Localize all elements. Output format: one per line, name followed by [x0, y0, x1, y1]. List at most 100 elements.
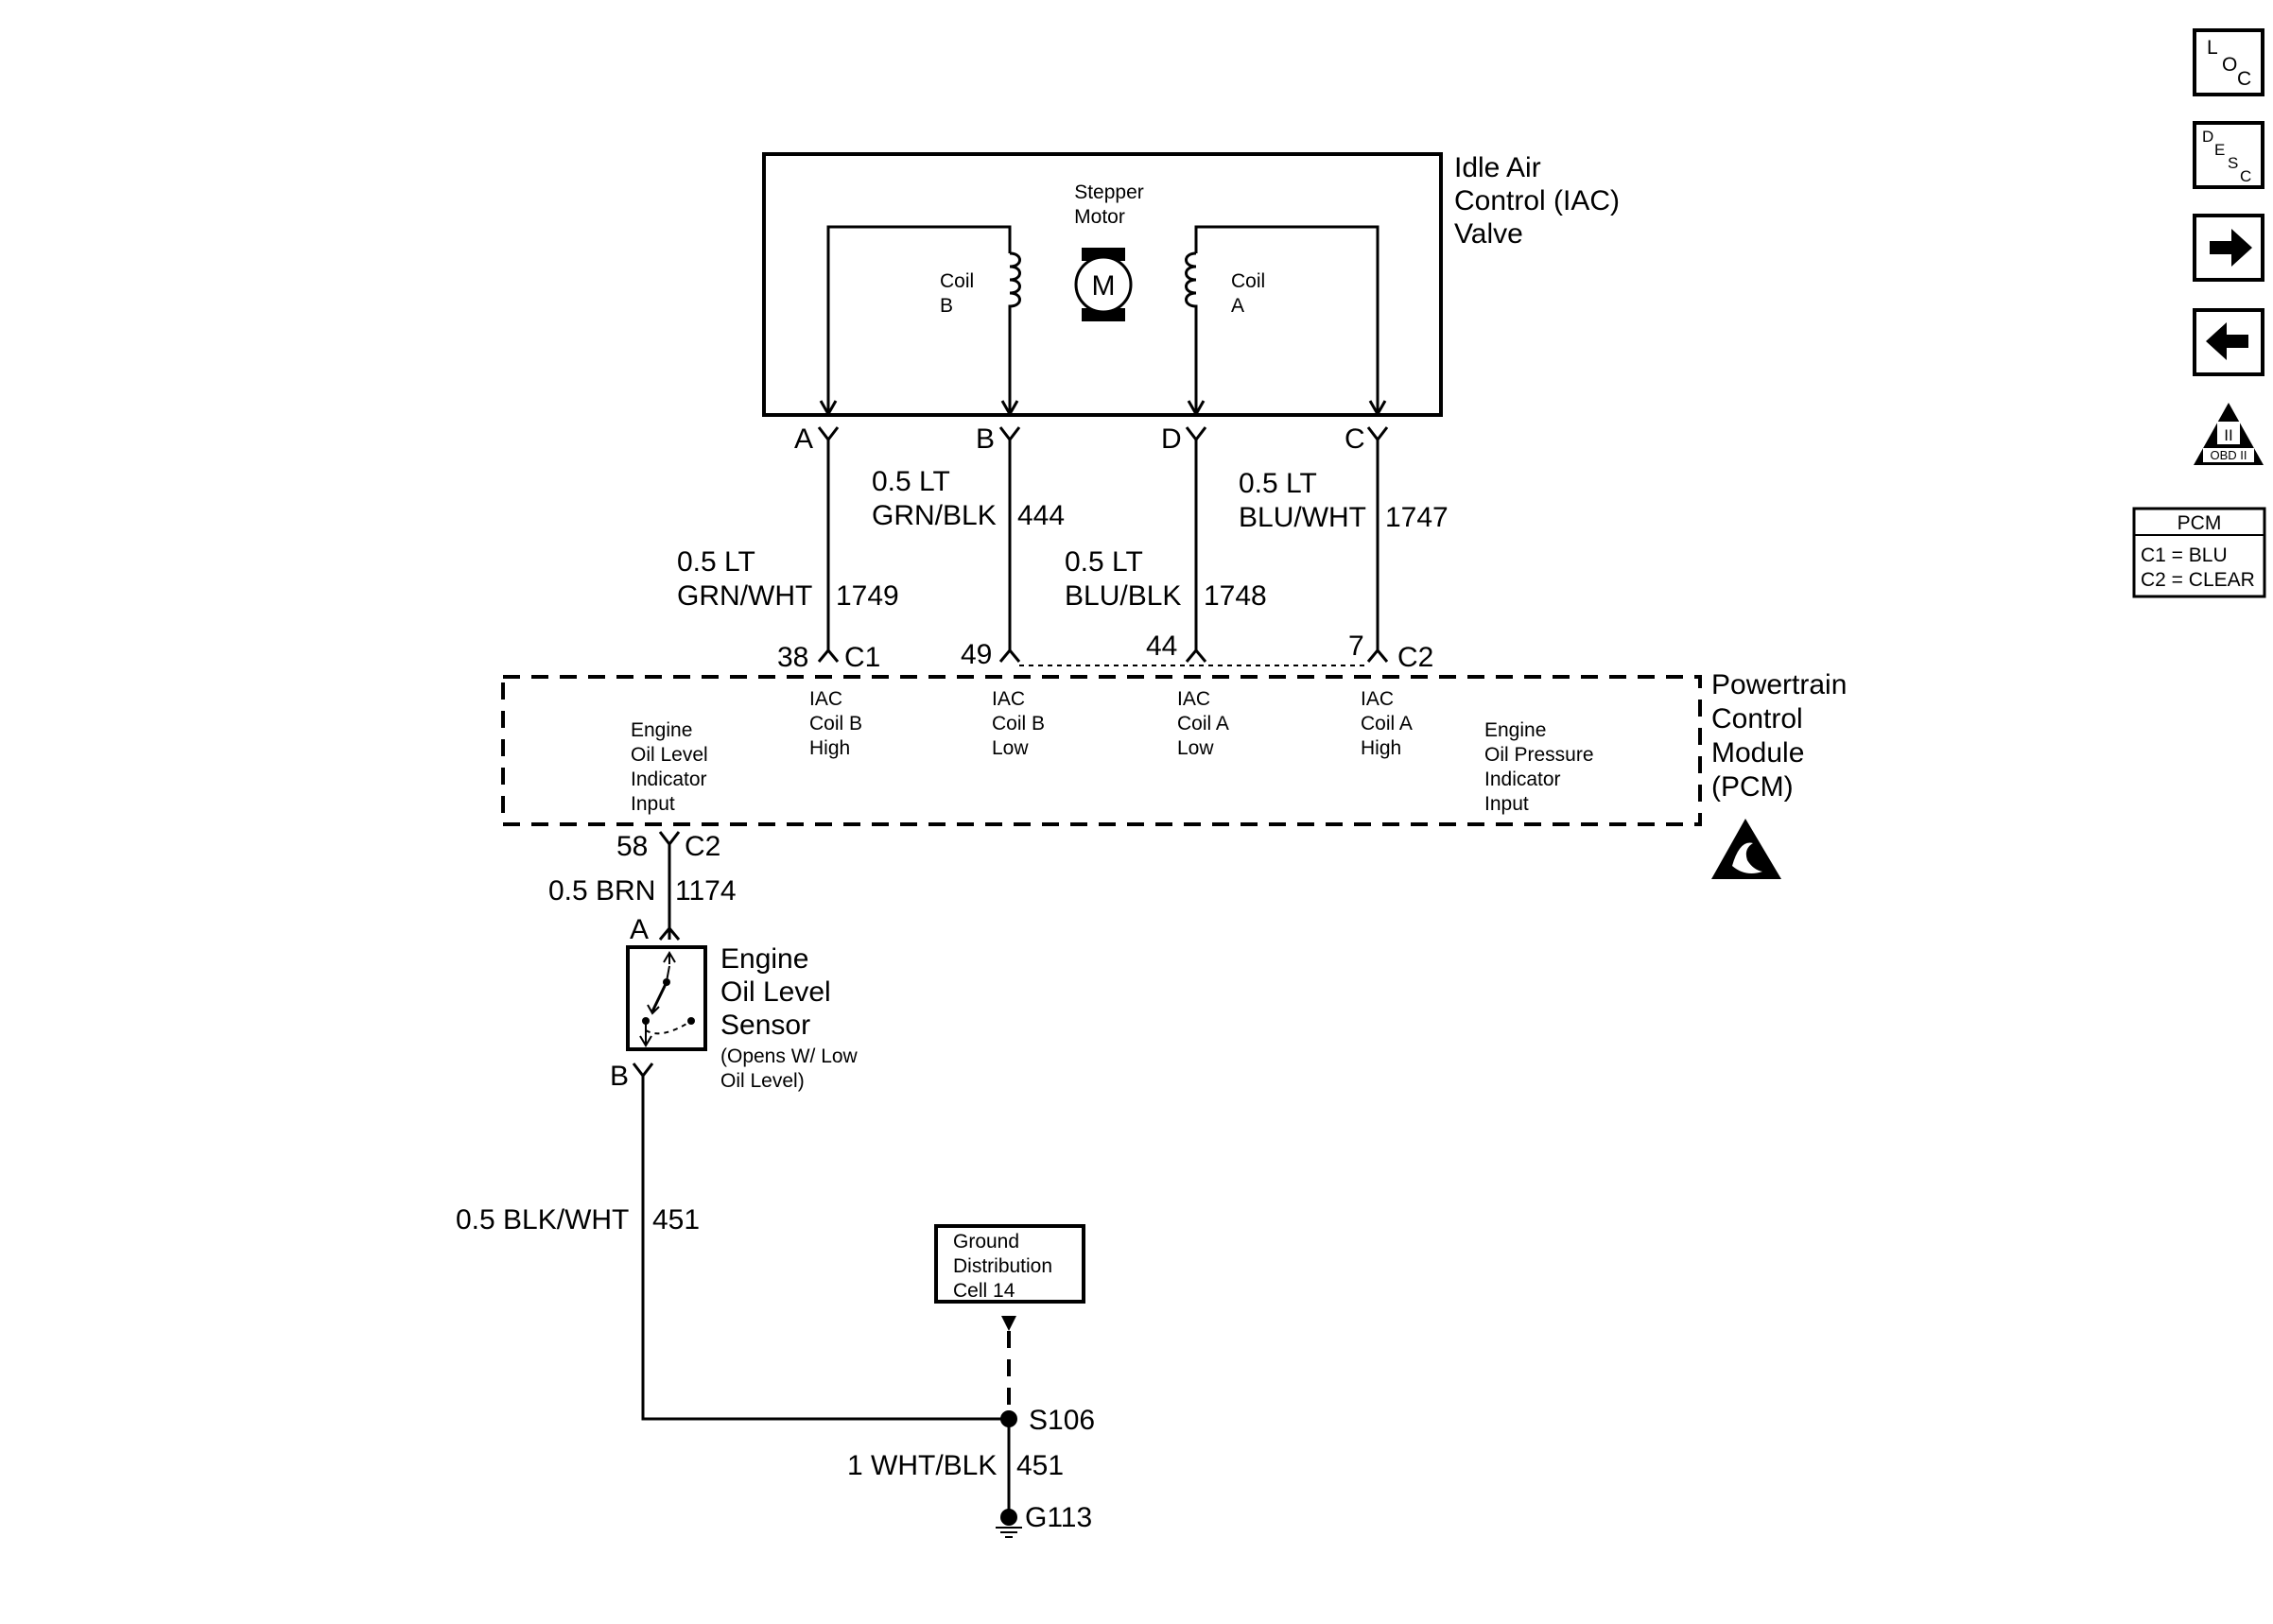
wire-1748-label: 0.5 LT BLU/BLK 1748	[1065, 546, 1267, 612]
legend-title: PCM	[2178, 512, 2222, 534]
pcm-title-line1: Powertrain	[1711, 669, 1847, 700]
obd-ii-icon[interactable]: II OBD II	[2194, 403, 2264, 465]
sensor-pin-b: B	[610, 1061, 629, 1092]
wire-1749-label: 0.5 LT GRN/WHT 1749	[677, 546, 899, 612]
iac-valve: Idle Air Control (IAC) Valve Stepper Mot…	[762, 152, 1620, 418]
coil-a-high-l2: Coil A	[1361, 713, 1413, 734]
obd-label: OBD II	[2210, 448, 2247, 462]
wire-1748-gauge: 0.5 LT	[1065, 546, 1143, 578]
pcm-title-line4: (PCM)	[1711, 771, 1794, 803]
pcm-title-line2: Control	[1711, 703, 1803, 734]
ground-box-line1: Ground	[953, 1231, 1019, 1253]
iac-title-line2: Control (IAC)	[1454, 185, 1620, 216]
legend-c2: C2 = CLEAR	[2141, 569, 2255, 591]
pcm-label-coil-b-low: IAC Coil B Low	[992, 688, 1045, 759]
sensor-title-line2: Oil Level	[720, 976, 831, 1008]
pcm-pin-38: 38	[777, 642, 808, 673]
wire-451b-label: 1 WHT/BLK 451	[847, 1450, 1064, 1481]
loc-letter-o: O	[2222, 54, 2237, 76]
esd-warning-icon	[1711, 819, 1781, 879]
pcm-pin-49: 49	[961, 639, 992, 670]
wire-451a-color: 0.5 BLK/WHT	[456, 1204, 629, 1235]
legend-c1: C1 = BLU	[2141, 544, 2228, 566]
desc-letter-c: C	[2240, 167, 2251, 185]
wire-444-label: 0.5 LT GRN/BLK 444	[872, 466, 1065, 531]
pcm-label-coil-b-high: IAC Coil B High	[809, 688, 862, 759]
loc-letter-c: C	[2237, 68, 2251, 90]
oil-pressure-input-l1: Engine	[1484, 719, 1546, 741]
motor-symbol: M	[1092, 270, 1116, 302]
iac-title-line3: Valve	[1454, 218, 1523, 250]
prev-arrow-button[interactable]	[2193, 308, 2264, 376]
iac-title-line1: Idle Air	[1454, 152, 1541, 183]
splice-label: S106	[1029, 1405, 1095, 1436]
next-arrow-button[interactable]	[2193, 214, 2264, 282]
pcm-connector-c2-top: C2	[1397, 642, 1433, 673]
coil-a-low-l1: IAC	[1177, 688, 1210, 710]
coil-a-high-l1: IAC	[1361, 688, 1394, 710]
wire-1747-circuit: 1747	[1385, 502, 1449, 533]
iac-connector-pins: A B D C	[794, 423, 1389, 455]
pcm-module: Powertrain Control Module (PCM) Engine O…	[501, 669, 1847, 826]
sensor-title-line3: Sensor	[720, 1010, 810, 1041]
coil-b-icon	[1008, 251, 1021, 412]
pcm-pin-44: 44	[1146, 631, 1177, 662]
ground-link-dashed	[1001, 1316, 1016, 1414]
desc-letter-s: S	[2228, 154, 2238, 172]
oil-level-sensor: A Engine Oil Level Sensor (Opens W/ Low …	[610, 914, 859, 1092]
wire-451-run	[641, 1076, 1009, 1421]
ground-label: G113	[1025, 1502, 1092, 1533]
coil-a-low-l3: Low	[1177, 737, 1214, 759]
wire-451a-label: 0.5 BLK/WHT 451	[456, 1204, 700, 1235]
loc-button[interactable]: L O C	[2193, 28, 2264, 96]
sensor-title-line1: Engine	[720, 943, 808, 975]
wire-451b-color: 1 WHT/BLK	[847, 1450, 997, 1481]
wire-444-circuit: 444	[1017, 500, 1065, 531]
desc-letter-e: E	[2214, 141, 2225, 159]
wire-444-color: GRN/BLK	[872, 500, 997, 531]
ground-g113: G113	[996, 1502, 1092, 1538]
pcm-label-coil-a-low: IAC Coil A Low	[1177, 688, 1229, 759]
pcm-pin-7: 7	[1348, 631, 1364, 662]
arrow-right-icon	[2210, 229, 2252, 267]
oil-pressure-input-l2: Oil Pressure	[1484, 744, 1594, 766]
desc-letter-d: D	[2202, 128, 2213, 146]
loc-letter-l: L	[2207, 37, 2218, 59]
wire-1174-label: 0.5 BRN 1174	[548, 875, 737, 907]
iac-pin-c: C	[1345, 423, 1365, 455]
coil-b-label-line2: B	[940, 295, 953, 317]
wire-1749-color: GRN/WHT	[677, 580, 812, 612]
coil-b-low-l2: Coil B	[992, 713, 1045, 734]
oil-level-input-l1: Engine	[631, 719, 692, 741]
pcm-label-oil-pressure-input: Engine Oil Pressure Indicator Input	[1484, 719, 1594, 815]
wire-1748-color: BLU/BLK	[1065, 580, 1181, 612]
stepper-label-line2: Motor	[1074, 206, 1125, 228]
wire-1174-color: 0.5 BRN	[548, 875, 655, 907]
wire-1747-gauge: 0.5 LT	[1239, 468, 1317, 499]
oil-pressure-input-l4: Input	[1484, 793, 1529, 815]
ground-distribution-link[interactable]: Ground Distribution Cell 14	[934, 1224, 1085, 1304]
wire-1748-circuit: 1748	[1204, 580, 1267, 612]
iac-pin-a: A	[794, 423, 813, 455]
switch-icon	[639, 951, 695, 1047]
coil-a-high-l3: High	[1361, 737, 1401, 759]
iac-wires	[826, 440, 1379, 652]
iac-pin-d: D	[1161, 423, 1182, 455]
coil-a-icon	[1185, 251, 1198, 412]
splice-s106: S106	[1000, 1405, 1095, 1517]
desc-button[interactable]: D E S C	[2193, 121, 2264, 189]
arrow-left-icon	[2206, 322, 2248, 360]
ground-box-line2: Distribution	[953, 1255, 1052, 1277]
wire-1174-circuit: 1174	[675, 875, 737, 907]
pcm-c1-c2-pins: 38 C1 49 44 7 C2	[777, 631, 1433, 673]
pcm-connector-c1: C1	[844, 642, 880, 673]
pcm-connector-c2-bottom: C2	[685, 831, 720, 862]
coil-b-label-line1: Coil	[940, 270, 974, 292]
coil-b-low-l3: Low	[992, 737, 1029, 759]
obd-roman: II	[2224, 426, 2232, 444]
coil-a-label-line2: A	[1231, 295, 1244, 317]
stepper-label-line1: Stepper	[1074, 181, 1144, 203]
sensor-note-line1: (Opens W/ Low	[720, 1045, 859, 1067]
sensor-note-line2: Oil Level)	[720, 1070, 805, 1092]
oil-level-input-l3: Indicator	[631, 769, 707, 790]
